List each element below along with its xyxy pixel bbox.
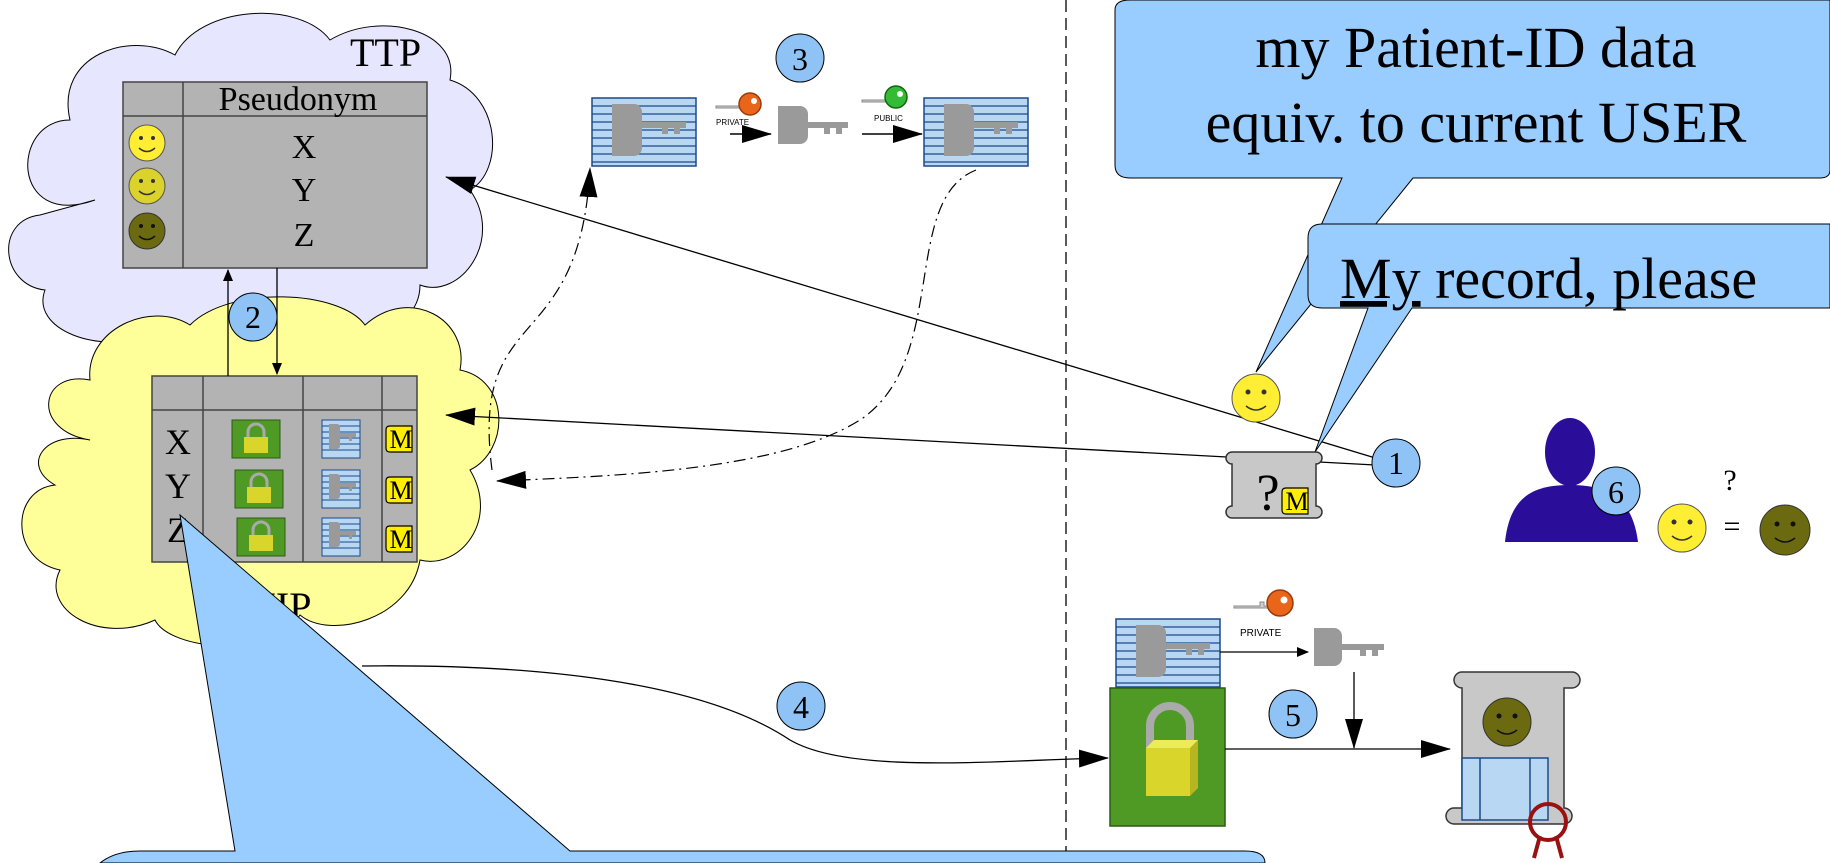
lock-icon: [230, 418, 282, 460]
hip-row-y-label: Y: [165, 466, 191, 506]
svg-text:6: 6: [1608, 474, 1624, 510]
identity-comparison: ? =: [1657, 464, 1811, 556]
svg-text:2: 2: [245, 299, 261, 335]
svg-text:PRIVATE: PRIVATE: [716, 118, 749, 127]
gray-key-icon: [778, 106, 848, 150]
face-yellow-icon: [1657, 503, 1707, 553]
wax-seal-icon: [1528, 802, 1568, 859]
record-please-text: My record, please: [1340, 246, 1757, 311]
identity-question: ?: [1723, 464, 1736, 497]
transfer-curve: [361, 665, 1109, 768]
ttp-label: TTP: [350, 30, 421, 75]
bottom-speech-bubble: [99, 513, 1266, 863]
patient-id-line1: my Patient-ID data: [1255, 15, 1696, 80]
step-4: 4: [776, 681, 826, 731]
lock-icon: [233, 468, 285, 510]
record-please-bubble: [1307, 223, 1830, 453]
public-key-icon: PUBLIC: [861, 85, 908, 123]
signed-document-icon: [923, 97, 1029, 167]
document-icon: [591, 97, 697, 167]
m-badge-icon: [385, 424, 414, 455]
request-scroll: ?: [1225, 451, 1323, 522]
step-3: 3: [775, 33, 825, 83]
decrypt-chain: PRIVATE: [1109, 589, 1581, 859]
question-mark: ?: [1256, 465, 1279, 522]
face-yellow-icon: [128, 124, 166, 162]
document-icon: [321, 517, 361, 557]
svg-text:1: 1: [1388, 445, 1404, 481]
m-badge-icon: [385, 524, 414, 555]
svg-text:PRIVATE: PRIVATE: [1240, 628, 1282, 639]
face-dark-olive-icon: [1482, 697, 1532, 747]
face-dark-olive-icon: [128, 212, 166, 250]
svg-text:3: 3: [792, 41, 808, 77]
user-face-icon: [1231, 373, 1281, 423]
svg-text:PUBLIC: PUBLIC: [874, 114, 903, 123]
document-icon: [321, 419, 361, 459]
ttp-row-y: Y: [128, 167, 317, 209]
gray-key-icon: [1314, 628, 1384, 666]
pseudonym-header: Pseudonym: [219, 81, 378, 118]
dash-curve-signed-to-hip: [496, 169, 977, 489]
patient-id-line2: equiv. to current USER: [1206, 90, 1747, 155]
decrypted-record-scroll-icon: [1445, 671, 1581, 825]
lock-icon: [235, 516, 287, 558]
ttp-row-z: Z: [128, 212, 315, 254]
private-key-icon: PRIVATE: [715, 92, 762, 127]
face-olive-yellow-icon: [128, 167, 166, 205]
identity-equals: =: [1724, 510, 1741, 543]
svg-text:X: X: [292, 129, 317, 166]
document-icon: [321, 469, 361, 509]
face-dark-olive-icon: [1759, 504, 1811, 556]
svg-text:Y: Y: [292, 172, 317, 209]
encrypted-record-lock-icon: [1109, 687, 1226, 827]
step-1: 1: [1371, 438, 1421, 488]
step-2: 2: [228, 292, 278, 342]
dash-curve-hip-to-doc: [488, 167, 598, 471]
m-badge-icon: [385, 475, 414, 506]
ttp-pseudonym-table: Pseudonym X Y Z: [122, 81, 428, 269]
svg-text:5: 5: [1285, 697, 1301, 733]
document-icon: [1115, 618, 1221, 688]
request-to-hip: [445, 407, 1376, 466]
hip-row-x-label: X: [165, 422, 191, 462]
step-5: 5: [1268, 689, 1318, 739]
svg-text:Z: Z: [294, 217, 315, 254]
signing-chain: PRIVATE PUBLIC: [591, 85, 1029, 167]
step-6: 6: [1591, 466, 1641, 516]
svg-text:4: 4: [793, 689, 809, 725]
ttp-row-x: X: [128, 124, 317, 166]
patient-id-bubble: [1114, 0, 1830, 373]
m-badge-icon: [1281, 486, 1310, 517]
request-to-ttp: [445, 176, 1383, 461]
private-key-icon: PRIVATE: [1233, 589, 1294, 639]
